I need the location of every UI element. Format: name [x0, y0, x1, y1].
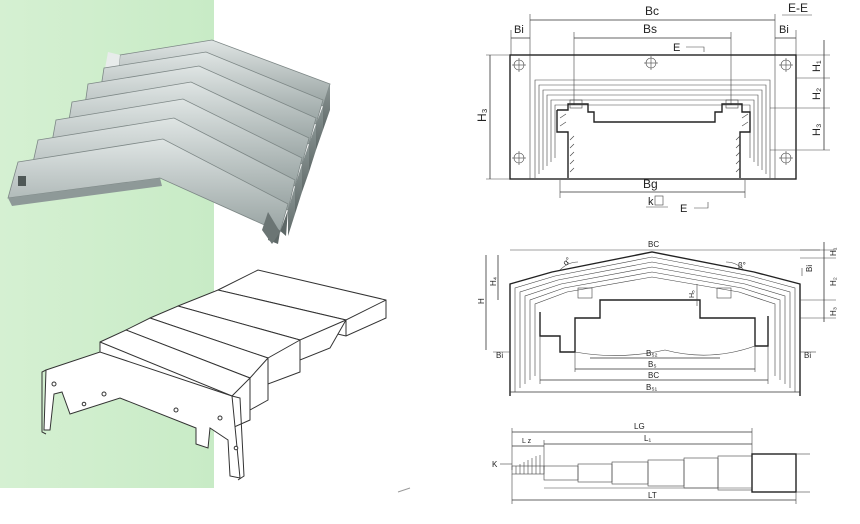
label-bc: Bc: [645, 4, 659, 18]
roof-section-drawing: BC α° β° H₄ H Bi H₁ H₂: [477, 240, 838, 396]
label-lt: LT: [648, 491, 657, 500]
label-h2-mid: H₂: [829, 277, 838, 286]
label-bs: B₅: [648, 360, 657, 369]
label-bs: Bs: [643, 22, 657, 36]
label-h2: H₂: [811, 88, 823, 100]
label-lg: LG: [634, 422, 645, 431]
label-h3-right: H₃: [811, 124, 823, 136]
label-bg: Bg: [643, 177, 658, 191]
cover-line-drawing: [41, 269, 387, 481]
label-h4: H₄: [489, 277, 498, 286]
label-h1-mid: H₁: [829, 247, 838, 256]
label-h3-left: H₃: [475, 108, 489, 122]
label-bi-right-mid: Bi: [804, 351, 811, 360]
label-k-bottom: K: [492, 460, 498, 469]
label-l1: L₁: [644, 434, 651, 443]
label-h3-mid: H₃: [829, 307, 838, 316]
label-bs1: B₅₁: [646, 383, 658, 392]
label-bi-right: Bi: [779, 24, 789, 36]
label-bc-top: BC: [648, 240, 659, 249]
label-beta: β°: [738, 261, 746, 270]
label-e-bottom: E: [680, 203, 687, 215]
label-bc-bottom: BC: [648, 371, 659, 380]
section-ee-drawing: Bc E-E Bi Bi Bs E: [475, 1, 830, 215]
label-bi-left-mid: Bi: [496, 351, 503, 360]
label-lz: L z: [522, 438, 532, 445]
label-bi-top-mid: Bi: [805, 265, 814, 272]
label-h1: H₁: [811, 60, 823, 72]
label-hs: H₅: [689, 290, 696, 298]
label-section-ee: E-E: [788, 1, 808, 15]
label-bi-left: Bi: [514, 24, 524, 36]
label-alpha: α°: [561, 256, 573, 268]
label-bs2: B₅₂: [646, 349, 658, 358]
steel-cover-photo: [7, 39, 331, 244]
length-view-drawing: LG L₁ L z K LT: [492, 422, 810, 504]
label-e-top: E: [673, 42, 680, 54]
label-k-top: k: [648, 196, 654, 208]
label-h-left: H: [477, 298, 486, 304]
